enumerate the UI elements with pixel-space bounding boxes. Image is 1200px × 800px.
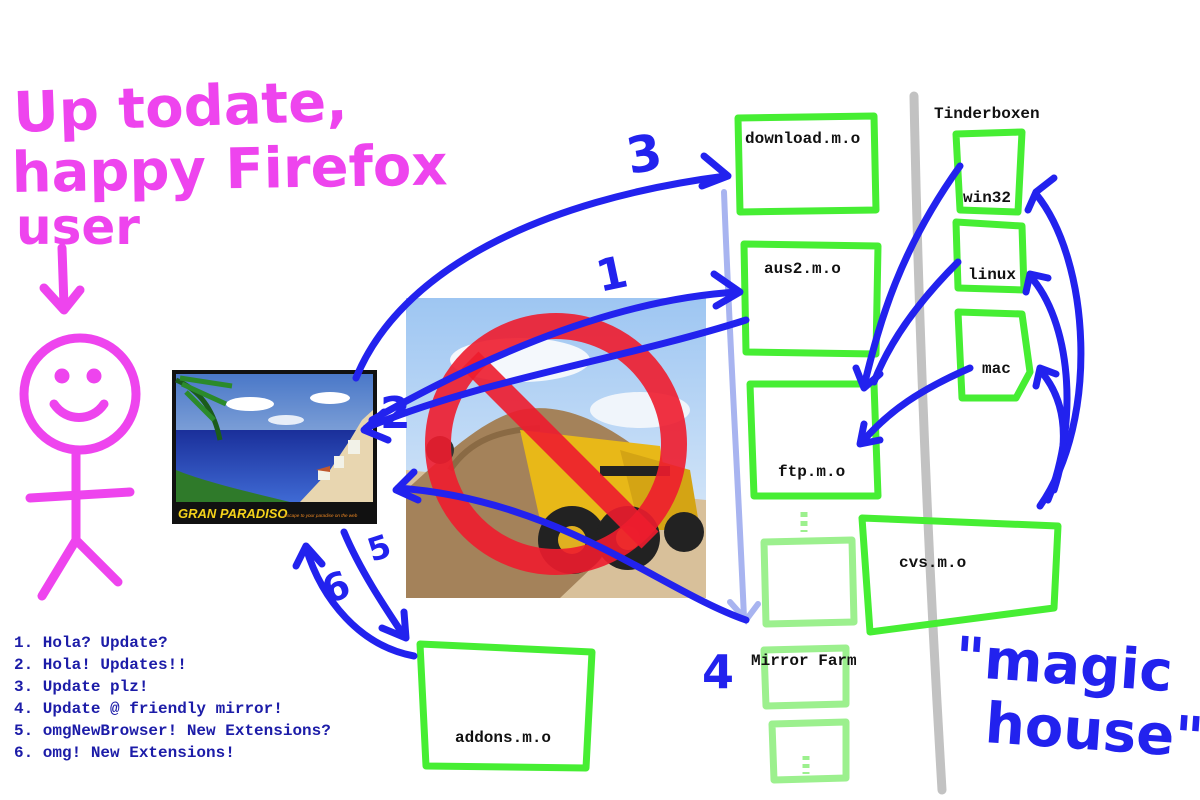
mirror-link-line [721,189,747,621]
cvs-box [858,514,1062,636]
mirror-farm-boxes [760,512,858,784]
arrow-number-4: 4 [702,645,734,699]
tinderboxen-title: Tinderboxen [934,105,1040,123]
arrow-number-3: 3 [622,123,666,186]
linux-label: linux [968,266,1017,284]
arrow-number-1: 1 [592,247,633,303]
download-label: download.m.o [745,130,861,148]
banner-title: GRAN PARADISO [178,506,288,521]
step-5: 5. omgNewBrowser! New Extensions? [14,722,331,740]
magic-house-line-2: house" [983,691,1200,771]
addons-label: addons.m.o [455,729,552,747]
addons-box [416,640,596,772]
caption-line-3: user [16,198,140,256]
arrow-number-6: 6 [316,562,356,612]
caption-line-2: happy Firefox [11,133,448,206]
ftp-label: ftp.m.o [778,463,846,481]
aus2-label: aus2.m.o [764,260,841,278]
blue-arrows [292,152,1085,660]
mirror-farm-label: Mirror Farm [751,652,857,670]
divider-line [909,91,947,795]
gran-paradiso-banner: GRAN PARADISO Escape to your paradise on… [172,370,377,524]
download-box [734,112,880,216]
ftp-box [746,380,882,500]
steps-legend: 1. Hola? Update? 2. Hola! Updates!! 3. U… [14,632,331,764]
step-4: 4. Update @ friendly mirror! [14,700,283,718]
step-1: 1. Hola? Update? [14,634,168,652]
magic-house-line-1: "magic [953,625,1175,705]
mac-box [954,308,1034,402]
dump-truck-photo [406,298,706,598]
step-6: 6. omg! New Extensions! [14,744,235,762]
aus2-box [740,240,882,358]
win32-box [952,128,1026,216]
banner-tagline: Escape to your paradise on the web [284,513,358,518]
mac-label: mac [982,360,1011,378]
arrow-number-5: 5 [363,527,396,570]
win32-label: win32 [963,189,1012,207]
caption-line-1: Up todate, [12,69,348,146]
arrow-number-2: 2 [380,388,411,439]
firefox-user-figure [19,243,141,601]
step-2: 2. Hola! Updates!! [14,656,187,674]
cvs-label: cvs.m.o [899,554,967,572]
step-3: 3. Update plz! [14,678,149,696]
